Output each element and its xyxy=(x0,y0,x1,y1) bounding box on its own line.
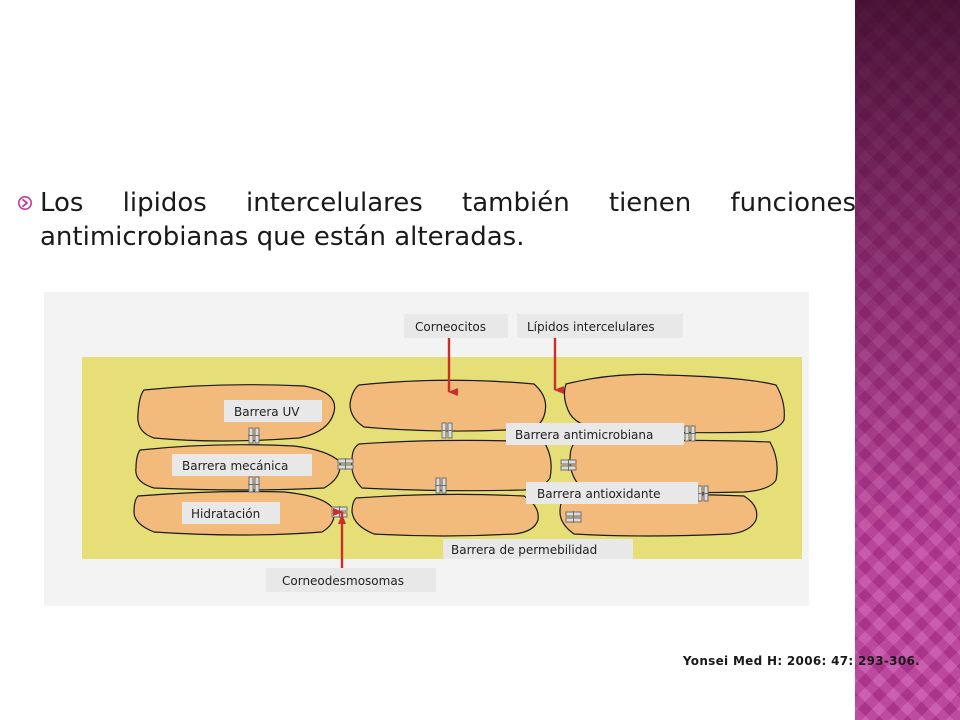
label-box xyxy=(404,314,508,338)
corneocyte xyxy=(563,373,785,434)
bullet-text: Los lipidos intercelulares también tiene… xyxy=(40,188,856,252)
decorative-sidebar xyxy=(855,0,960,720)
label-box xyxy=(182,502,280,524)
circled-arrow-bullet-icon xyxy=(18,196,32,210)
skin-barrier-diagram: Corneocitos Lípidos intercelulares Barre… xyxy=(44,292,809,606)
label-corneocitos: Corneocitos xyxy=(415,320,486,334)
corneocyte xyxy=(351,493,539,537)
label-barrera-mecanica: Barrera mecánica xyxy=(182,459,288,473)
label-barrera-antimicrobiana: Barrera antimicrobiana xyxy=(515,428,653,442)
label-box xyxy=(224,400,322,422)
label-barrera-uv: Barrera UV xyxy=(234,405,300,419)
citation: Yonsei Med H: 2006: 47: 293-306. xyxy=(682,654,920,668)
label-box xyxy=(266,568,436,592)
label-barrera-permebilidad: Barrera de permebilidad xyxy=(451,543,597,557)
label-box xyxy=(172,454,312,476)
arrow-corneodesmosomas-head xyxy=(338,514,346,524)
label-box xyxy=(526,482,698,504)
corneocyte xyxy=(351,439,552,492)
label-lipidos-intercelulares: Lípidos intercelulares xyxy=(527,320,655,334)
label-box xyxy=(443,539,633,559)
label-hidratacion: Hidratación xyxy=(191,507,260,521)
label-box xyxy=(517,314,683,338)
label-barrera-antioxidante: Barrera antioxidante xyxy=(537,487,661,501)
bullet-point: Los lipidos intercelulares también tiene… xyxy=(14,186,856,254)
label-box xyxy=(506,423,684,445)
label-corneodesmosomas: Corneodesmosomas xyxy=(282,574,404,588)
